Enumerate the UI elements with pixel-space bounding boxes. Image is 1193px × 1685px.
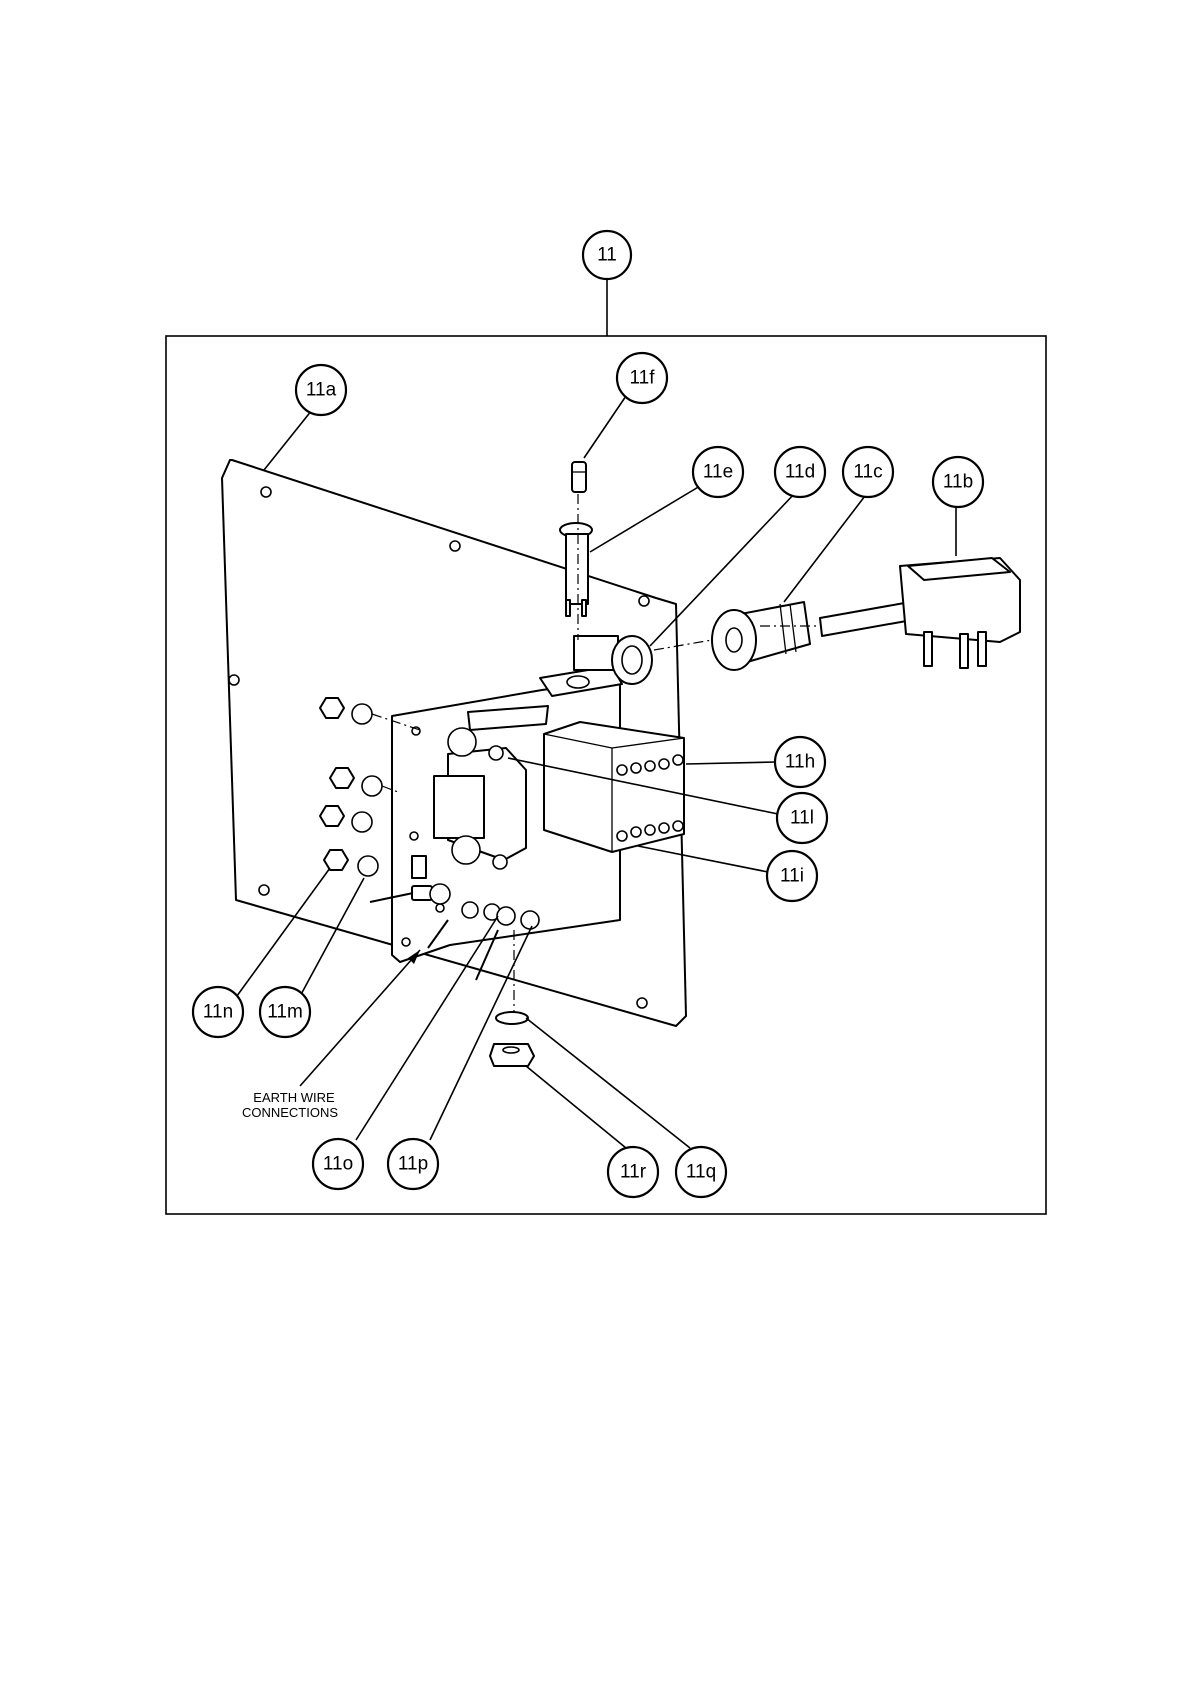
callout-label-11n: 11n bbox=[203, 1002, 233, 1023]
callout-label-11o: 11o bbox=[323, 1154, 353, 1175]
callout-11i: 11i bbox=[767, 851, 817, 901]
callout-11q: 11q bbox=[676, 1147, 726, 1197]
callout-11m: 11m bbox=[260, 987, 310, 1037]
callout-label-11p: 11p bbox=[398, 1154, 428, 1175]
callout-11b: 11b bbox=[933, 457, 983, 507]
callout-label-11: 11 bbox=[597, 245, 617, 266]
callout-label-11h: 11h bbox=[785, 752, 815, 773]
callout-11f: 11f bbox=[617, 353, 667, 403]
callout-11d: 11d bbox=[775, 447, 825, 497]
earth-wire-note-line1: EARTH WIRE bbox=[253, 1090, 335, 1105]
callout-11o: 11o bbox=[313, 1139, 363, 1189]
leader-11h bbox=[686, 762, 776, 764]
leader-11a bbox=[264, 410, 312, 470]
callout-11n: 11n bbox=[193, 987, 243, 1037]
callout-label-11f: 11f bbox=[629, 368, 655, 389]
fuse bbox=[572, 462, 586, 492]
leader-11c bbox=[784, 492, 868, 602]
callout-label-11i: 11i bbox=[780, 866, 804, 887]
contactor-block bbox=[544, 722, 684, 852]
callout-11l: 11l bbox=[777, 793, 827, 843]
leader-11f bbox=[584, 396, 626, 458]
leader-11r bbox=[526, 1066, 626, 1148]
earth-wire-note-line2: CONNECTIONS bbox=[242, 1105, 338, 1120]
leader-11q bbox=[526, 1018, 690, 1148]
callout-11r: 11r bbox=[608, 1147, 658, 1197]
callout-11p: 11p bbox=[388, 1139, 438, 1189]
callout-11e: 11e bbox=[693, 447, 743, 497]
callout-label-11d: 11d bbox=[785, 462, 815, 483]
callout-11a: 11a bbox=[296, 365, 346, 415]
callout-label-11a: 11a bbox=[306, 380, 337, 401]
callout-label-11l: 11l bbox=[790, 808, 814, 829]
mains-plug-cable bbox=[820, 558, 1020, 668]
callout-label-11m: 11m bbox=[267, 1002, 303, 1023]
leader-earth-wire bbox=[300, 950, 420, 1086]
callout-11c: 11c bbox=[843, 447, 893, 497]
callout-label-11c: 11c bbox=[853, 462, 882, 483]
callout-11h: 11h bbox=[775, 737, 825, 787]
callout-label-11r: 11r bbox=[620, 1162, 647, 1183]
callout-label-11e: 11e bbox=[703, 462, 733, 483]
callout-11: 11 bbox=[583, 231, 631, 279]
cable-strain-relief bbox=[712, 602, 810, 670]
callout-label-11b: 11b bbox=[943, 472, 973, 493]
leader-11e bbox=[590, 486, 700, 552]
callout-label-11q: 11q bbox=[686, 1162, 716, 1183]
